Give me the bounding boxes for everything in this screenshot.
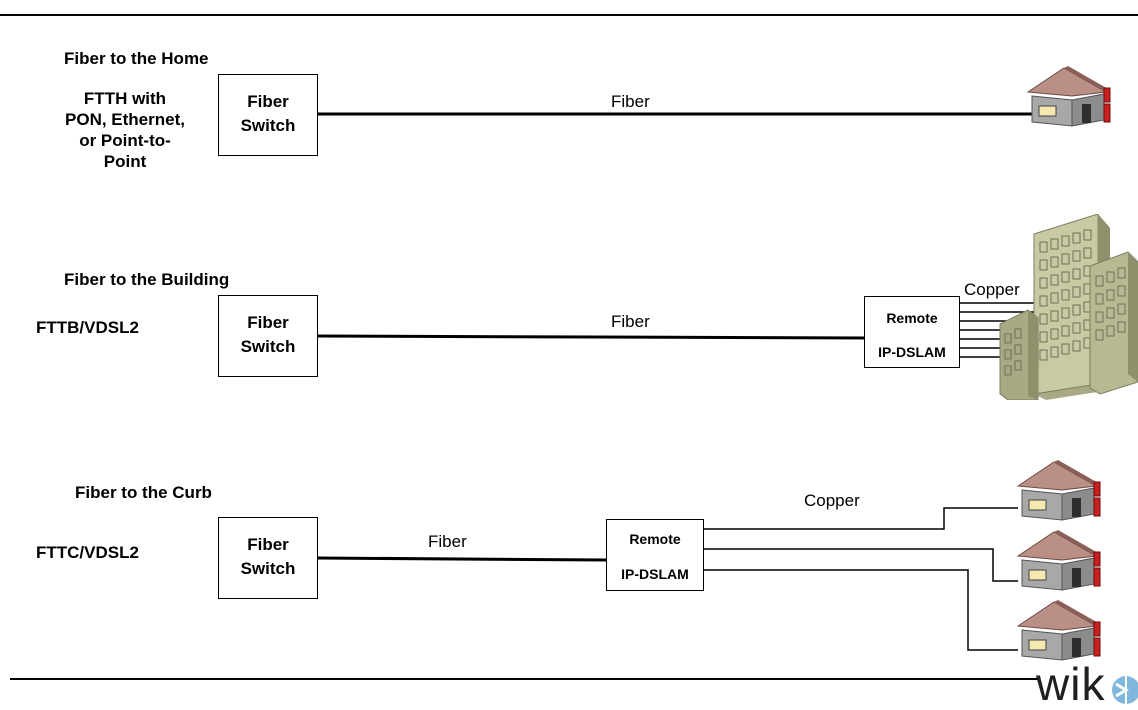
fiber-line-fttb <box>317 334 866 340</box>
switch-label: Fiber <box>247 313 289 332</box>
switch-label: Switch <box>240 559 296 578</box>
copper-lines-fttc <box>704 507 1018 651</box>
heading-fttc: Fiber to the Curb <box>75 483 212 502</box>
remote-dslam-fttb: Remote IP-DSLAM <box>864 296 960 368</box>
switch-label: Switch <box>240 337 296 356</box>
logo-text: wik <box>1036 658 1106 710</box>
tech-line: PON, Ethernet, <box>65 110 185 129</box>
fiber-label-fttb: Fiber <box>611 312 650 331</box>
fiber-switch-ftth: Fiber Switch <box>218 74 318 156</box>
copper-label-fttc: Copper <box>804 491 860 510</box>
remote-dslam-fttc: Remote IP-DSLAM <box>606 519 704 591</box>
switch-label: Switch <box>240 116 296 135</box>
fiber-switch-fttc: Fiber Switch <box>218 517 318 599</box>
fiber-label-ftth: Fiber <box>611 92 650 111</box>
house-icon <box>1027 66 1111 127</box>
switch-label: Fiber <box>247 535 289 554</box>
tech-label-fttb: FTTB/VDSL2 <box>36 318 139 337</box>
remote-label: IP-DSLAM <box>621 566 689 582</box>
house-icon <box>1017 600 1101 661</box>
heading-fttb: Fiber to the Building <box>64 270 230 289</box>
tech-label-ftth: FTTH with PON, Ethernet, or Point-to- Po… <box>50 88 200 172</box>
office-building-icon <box>999 214 1138 400</box>
tech-label-fttc: FTTC/VDSL2 <box>36 543 139 562</box>
remote-label: IP-DSLAM <box>878 344 946 360</box>
top-rule <box>0 14 1138 16</box>
copper-label-fttb: Copper <box>964 280 1020 299</box>
tech-line: FTTH with <box>83 89 167 108</box>
house-icon <box>1017 530 1101 591</box>
bottom-rule <box>10 678 1040 680</box>
fiber-switch-fttb: Fiber Switch <box>218 295 318 377</box>
switch-label: Fiber <box>247 92 289 111</box>
remote-label: Remote <box>886 310 938 326</box>
house-icon <box>1017 460 1101 521</box>
heading-ftth: Fiber to the Home <box>64 49 209 68</box>
fiber-line-fttc <box>317 556 607 562</box>
tech-line: or Point-to- <box>79 131 171 150</box>
globe-icon <box>1112 676 1138 704</box>
remote-label: Remote <box>629 531 681 547</box>
wikimedia-logo: wik <box>1036 658 1138 710</box>
tech-line: Point <box>103 152 147 171</box>
fiber-label-fttc: Fiber <box>428 532 467 551</box>
